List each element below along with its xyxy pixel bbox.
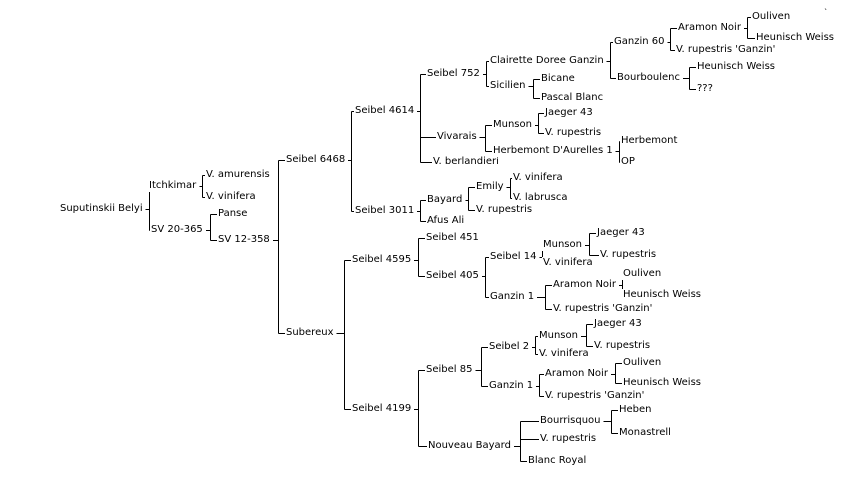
- node-qqq: ???: [696, 83, 714, 95]
- node-s4595: Seibel 4595: [351, 254, 413, 266]
- node-s4614: Seibel 4614: [354, 105, 416, 117]
- node-vinifera_a: V. vinifera: [205, 191, 257, 203]
- node-bourrisquou: Bourrisquou: [539, 415, 602, 427]
- node-heunisch_b: Heunisch Weiss: [696, 61, 777, 73]
- node-ouliven_b: Ouliven: [622, 268, 663, 280]
- node-sicilien: Sicilien: [489, 80, 527, 92]
- node-s752: Seibel 752: [426, 68, 481, 80]
- node-rup_ganzin_c: V. rupestris 'Ganzin': [544, 390, 646, 402]
- node-rup_c: V. rupestris: [599, 249, 658, 261]
- node-vinifera_b: V. vinifera: [512, 172, 564, 184]
- node-s451: Seibel 451: [425, 232, 480, 244]
- node-heunisch_c: Heunisch Weiss: [622, 289, 703, 301]
- node-aramon_c: Aramon Noir: [544, 368, 609, 380]
- corner-tick-mark: `: [824, 8, 828, 17]
- node-s405: Seibel 405: [425, 270, 480, 282]
- node-munson_b: Munson: [542, 239, 583, 251]
- node-amurensis: V. amurensis: [205, 169, 271, 181]
- node-rup_d: V. rupestris: [593, 340, 652, 352]
- node-s14: Seibel 14: [489, 251, 538, 263]
- node-s6468: Seibel 6468: [285, 154, 347, 166]
- node-clairette: Clairette Doree Ganzin: [489, 55, 605, 67]
- node-jaeger_a: Jaeger 43: [544, 107, 594, 119]
- node-herbemont: Herbemont: [620, 135, 679, 147]
- node-munson_a: Munson: [492, 119, 533, 131]
- node-pascal: Pascal Blanc: [540, 92, 605, 104]
- node-ouliven_c: Ouliven: [622, 357, 663, 369]
- node-s3011: Seibel 3011: [354, 205, 416, 217]
- node-panse: Panse: [217, 208, 249, 220]
- node-itchkimar: Itchkimar: [148, 180, 198, 192]
- node-heben: Heben: [618, 404, 653, 416]
- node-ouliven_a: Ouliven: [751, 11, 792, 23]
- node-nouveau: Nouveau Bayard: [427, 440, 512, 452]
- node-herbemont_da: Herbemont D'Aurelles 1: [492, 145, 614, 157]
- node-labrusca: V. labrusca: [512, 192, 569, 204]
- node-berlandieri: V. berlandieri: [432, 156, 500, 168]
- node-sv20: SV 20-365: [150, 224, 204, 236]
- node-rup_b: V. rupestris: [475, 204, 534, 216]
- node-bourboulenc: Bourboulenc: [616, 72, 681, 84]
- node-monastrell: Monastrell: [618, 427, 672, 439]
- node-subereux: Subereux: [285, 327, 335, 339]
- node-aramon_a: Aramon Noir: [677, 22, 742, 34]
- node-heunisch_d: Heunisch Weiss: [622, 377, 703, 389]
- node-op: OP: [620, 156, 636, 168]
- node-ganzin1_b: Ganzin 1: [488, 380, 535, 392]
- node-bayard: Bayard: [426, 194, 464, 206]
- node-ganzin60: Ganzin 60: [613, 36, 666, 48]
- node-s4199: Seibel 4199: [351, 403, 413, 415]
- node-s85: Seibel 85: [425, 364, 474, 376]
- node-rup_a: V. rupestris: [544, 127, 603, 139]
- node-heunisch_a: Heunisch Weiss: [755, 32, 836, 44]
- node-vinifera_d: V. vinifera: [538, 348, 590, 360]
- node-ganzin1_a: Ganzin 1: [489, 291, 536, 303]
- node-vinifera_c: V. vinifera: [542, 257, 594, 269]
- node-rup_e: V. rupestris: [539, 433, 598, 445]
- node-vivarais: Vivarais: [436, 131, 478, 143]
- node-bicane: Bicane: [540, 73, 576, 85]
- node-jaeger_c: Jaeger 43: [593, 318, 643, 330]
- node-rup_ganzin_b: V. rupestris 'Ganzin': [552, 303, 654, 315]
- node-rup_ganzin_a: V. rupestris 'Ganzin': [675, 44, 777, 56]
- node-sv12: SV 12-358: [217, 234, 271, 246]
- node-afus: Afus Ali: [426, 215, 466, 227]
- node-jaeger_b: Jaeger 43: [596, 227, 646, 239]
- node-root: Suputinskii Belyi: [59, 203, 144, 215]
- node-s2: Seibel 2: [488, 341, 531, 353]
- node-blanc_royal: Blanc Royal: [527, 455, 588, 467]
- node-munson_c: Munson: [538, 330, 579, 342]
- node-aramon_b: Aramon Noir: [552, 279, 617, 291]
- node-emily: Emily: [475, 181, 505, 193]
